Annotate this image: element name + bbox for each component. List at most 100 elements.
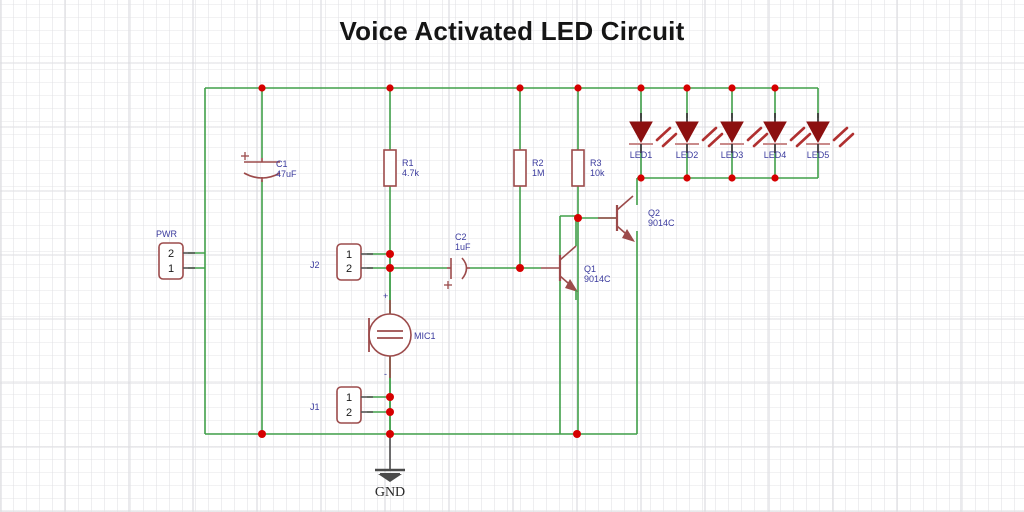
junction-dot xyxy=(258,84,266,92)
junction-dot xyxy=(728,84,736,92)
led-led5-ref: LED5 xyxy=(807,150,830,160)
led-led4-triangle xyxy=(763,121,787,144)
junction-dot xyxy=(258,430,266,438)
capacitor-c1-value: 47uF xyxy=(276,169,297,179)
resistor-r2-body xyxy=(513,149,527,187)
ground-cone xyxy=(378,474,402,482)
transistor-q2-emitter-arrow xyxy=(622,229,635,242)
resistor-r1-body xyxy=(383,149,397,187)
microphone-mic1-body xyxy=(368,313,412,357)
microphone-mic1[interactable]: + - MIC1 xyxy=(368,291,436,379)
resistor-r2-value: 1M xyxy=(532,168,545,178)
transistor-q1-ref: Q1 xyxy=(584,264,596,274)
resistor-r1-value: 4.7k xyxy=(402,168,420,178)
microphone-mic1-plus: + xyxy=(383,291,388,301)
junction-dot xyxy=(386,393,394,401)
junction-dot xyxy=(683,84,691,92)
page-title: Voice Activated LED Circuit xyxy=(339,16,685,46)
junction-dot xyxy=(637,84,645,92)
connector-pwr[interactable]: 2 1 PWR xyxy=(156,229,195,280)
led-led3-ref: LED3 xyxy=(721,150,744,160)
resistor-r3-ref: R3 xyxy=(590,158,602,168)
ground-symbol[interactable]: GND xyxy=(375,468,405,500)
transistor-q2[interactable]: Q2 9014C xyxy=(598,195,675,242)
led-led3-emission-arrows xyxy=(746,126,769,148)
transistor-q2-ref: Q2 xyxy=(648,208,660,218)
led-led3[interactable]: LED3 xyxy=(720,113,769,160)
junction-dot xyxy=(683,174,691,182)
junction-dot xyxy=(574,84,582,92)
led-led1-ref: LED1 xyxy=(630,150,653,160)
transistor-q1-collector-lead xyxy=(559,245,577,261)
capacitor-c2-polarity-plus xyxy=(444,281,452,289)
led-led2-ref: LED2 xyxy=(676,150,699,160)
resistor-r1[interactable]: R1 4.7k xyxy=(383,149,420,187)
junction-dot xyxy=(728,174,736,182)
junction-dot xyxy=(637,174,645,182)
resistor-r2[interactable]: R2 1M xyxy=(513,149,545,187)
led-led2[interactable]: LED2 xyxy=(675,113,724,160)
connector-pwr-label: PWR xyxy=(156,229,177,239)
junction-dot xyxy=(516,84,524,92)
connector-pwr-pin2-number: 2 xyxy=(168,248,174,260)
junction-dot xyxy=(386,408,394,416)
junction-dot xyxy=(771,84,779,92)
connector-j1-pin2-number: 2 xyxy=(346,407,352,419)
microphone-mic1-ref: MIC1 xyxy=(414,331,436,341)
led-led1-emission-arrows xyxy=(655,126,678,148)
junction-dot xyxy=(386,264,394,272)
connector-j2-body xyxy=(336,243,362,281)
capacitor-c2[interactable]: C2 1uF xyxy=(444,232,471,289)
led-led2-emission-arrows xyxy=(701,126,724,148)
ground-label: GND xyxy=(375,485,405,500)
capacitor-c2-value: 1uF xyxy=(455,242,471,252)
transistor-q1-emitter-arrow xyxy=(565,279,578,292)
junction-dot xyxy=(771,174,779,182)
led-led4[interactable]: LED4 xyxy=(763,113,812,160)
led-led1[interactable]: LED1 xyxy=(629,113,678,160)
capacitor-c2-plate-right xyxy=(461,257,468,280)
connector-j1[interactable]: 1 2 J1 xyxy=(310,386,373,424)
resistor-r3-value: 10k xyxy=(590,168,605,178)
connector-j1-pin1-number: 1 xyxy=(346,392,352,404)
capacitor-c2-ref: C2 xyxy=(455,232,467,242)
capacitor-c1[interactable]: C1 47uF xyxy=(241,152,297,182)
wire-network xyxy=(188,87,819,470)
junction-dot xyxy=(386,84,394,92)
led-led5[interactable]: LED5 xyxy=(806,113,855,160)
transistor-q2-value: 9014C xyxy=(648,218,675,228)
led-led1-triangle xyxy=(629,121,653,144)
led-bank: LED1 LED2 xyxy=(629,113,855,160)
junction-dot xyxy=(516,264,524,272)
connector-j2-pin1-number: 1 xyxy=(346,249,352,261)
connector-j2-pin2-number: 2 xyxy=(346,263,352,275)
junction-dot xyxy=(573,430,581,438)
led-led2-triangle xyxy=(675,121,699,144)
resistor-r2-ref: R2 xyxy=(532,158,544,168)
resistor-r3[interactable]: R3 10k xyxy=(571,149,605,187)
connector-j1-body xyxy=(336,386,362,424)
transistor-q1[interactable]: Q1 9014C xyxy=(541,216,611,300)
microphone-mic1-minus: - xyxy=(384,369,387,379)
led-led4-emission-arrows xyxy=(789,126,812,148)
resistor-r1-ref: R1 xyxy=(402,158,414,168)
led-led5-triangle xyxy=(806,121,830,144)
connector-j2[interactable]: 1 2 J2 xyxy=(310,243,373,281)
connector-j2-label: J2 xyxy=(310,260,320,270)
junction-dot xyxy=(574,214,582,222)
resistor-r3-body xyxy=(571,149,585,187)
led-led3-triangle xyxy=(720,121,744,144)
junction-dot xyxy=(386,430,394,438)
junction-dots xyxy=(258,84,779,438)
led-led5-emission-arrows xyxy=(832,126,855,148)
junction-dot xyxy=(386,250,394,258)
transistor-q2-collector-lead xyxy=(616,195,634,211)
connector-pwr-pin1-number: 1 xyxy=(168,263,174,275)
connector-j1-label: J1 xyxy=(310,402,320,412)
capacitor-c1-ref: C1 xyxy=(276,159,288,169)
capacitor-c1-polarity-plus xyxy=(241,152,249,160)
led-led4-ref: LED4 xyxy=(764,150,787,160)
transistor-q1-value: 9014C xyxy=(584,274,611,284)
